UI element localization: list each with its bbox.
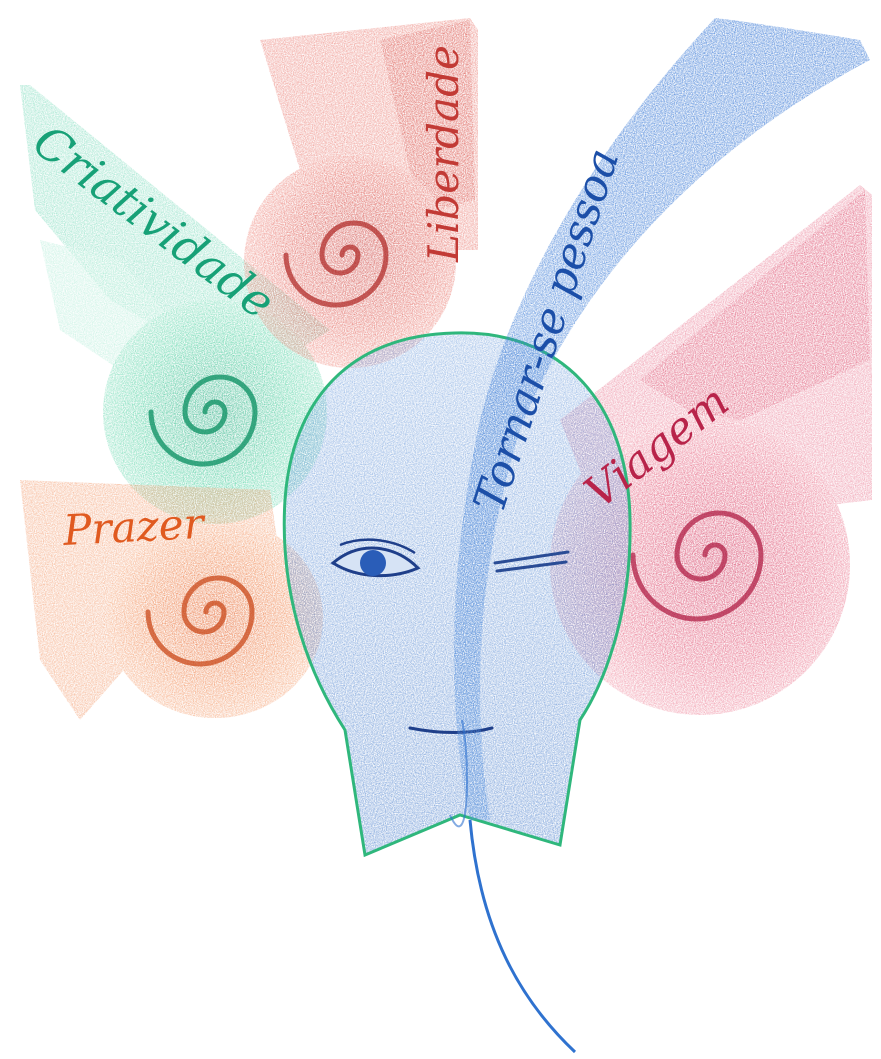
word-liberdade: Liberdade	[419, 45, 468, 263]
word-prazer: Prazer	[61, 499, 208, 555]
